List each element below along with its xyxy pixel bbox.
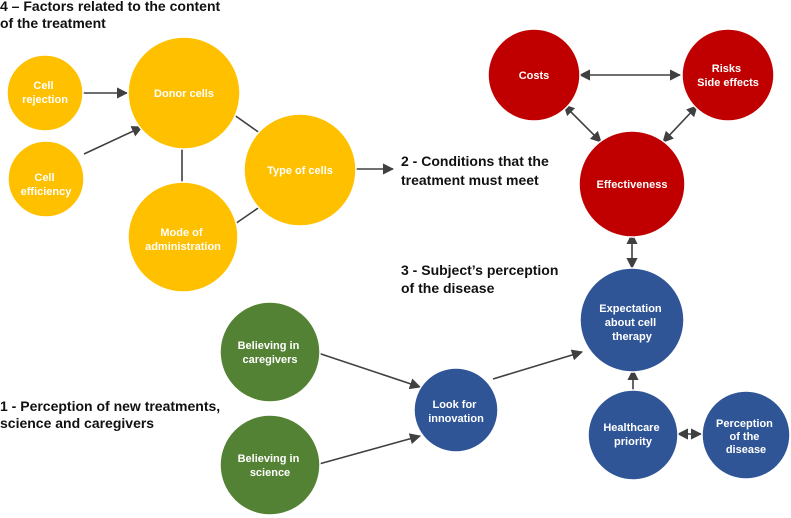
section-title-subject-perception: 3 - Subject’s perception of the disease [401, 262, 562, 296]
section-title-new-treatments: 1 - Perception of new treatments, scienc… [0, 398, 224, 431]
section-title-content-factors: 4 – Factors related to the content of th… [0, 0, 224, 31]
node-label: Healthcare priority [603, 422, 662, 448]
node-label: Believing in science [238, 453, 303, 479]
edge-science-to-innovation [318, 433, 422, 465]
node-label: Donor cells [154, 88, 214, 100]
edge-caregivers-to-innovation [317, 352, 422, 390]
node-believing-in-caregivers: Believing in caregivers [219, 301, 321, 403]
node-label: Costs [519, 70, 550, 82]
node-look-for-innovation: Look for innovation [413, 367, 499, 453]
node-expectation-about-cell-therapy: Expectation about cell therapy [579, 267, 685, 373]
edge-risks-effectiveness [662, 105, 698, 143]
node-perception-of-the-disease: Perception of the disease [701, 390, 791, 480]
node-label: Look for innovation [428, 399, 484, 425]
node-healthcare-priority: Healthcare priority [587, 389, 679, 481]
node-label: Effectiveness [597, 179, 668, 191]
edge-innovation-to-expectation [492, 349, 584, 380]
node-cell-rejection: Cell rejection [6, 54, 84, 132]
node-label: Perception of the disease [716, 418, 776, 456]
node-believing-in-science: Believing in science [219, 414, 321, 516]
node-label: Cell rejection [22, 80, 68, 106]
node-label: Type of cells [267, 165, 333, 177]
node-label: Cell efficiency [21, 172, 73, 198]
section-title-conditions: 2 - Conditions that the treatment must m… [401, 153, 553, 188]
edge-costs-effectiveness [563, 104, 602, 143]
node-mode-of-administration: Mode of administration [127, 181, 239, 293]
node-donor-cells: Donor cells [127, 36, 241, 150]
node-risks-side-effects: Risks Side effects [681, 28, 775, 122]
node-label: Mode of administration [145, 227, 221, 253]
node-label: Risks Side effects [697, 63, 759, 89]
node-label: Expectation about cell therapy [599, 303, 664, 343]
node-effectiveness: Effectiveness [578, 130, 686, 238]
node-type-of-cells: Type of cells [243, 113, 357, 227]
edges [83, 69, 703, 465]
node-cell-efficiency: Cell efficiency [7, 140, 85, 218]
node-label: Believing in caregivers [238, 340, 303, 366]
node-costs: Costs [487, 28, 581, 122]
edge-cell-efficiency-to-donor-cells [83, 126, 144, 155]
